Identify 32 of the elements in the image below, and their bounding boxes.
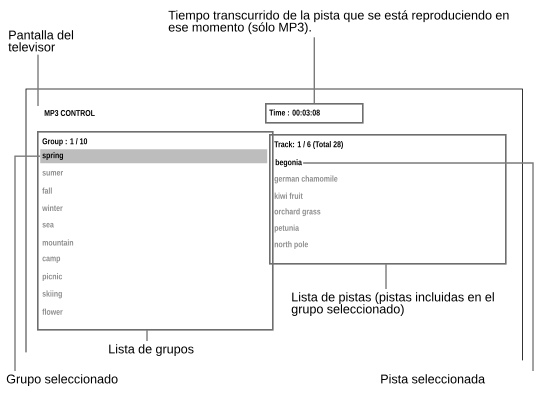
list-item: kiwi fruit [274,192,303,199]
list-item: skiing [42,290,62,298]
annotation-text: Grupo seleccionado [6,374,118,386]
list-item: sumer [42,170,64,176]
annotation-text: Lista de grupos [109,344,194,356]
time-box: Time : 00:03:08 [265,103,364,124]
annotation-text: Lista de pistas (pistas incluidas en el grupo seleccionado) [292,292,494,316]
list-item: mountain [42,239,74,246]
list-item: winter [42,204,63,212]
annotation-text: Pantalla del televisor [8,30,74,52]
list-heading: Group : 1 / 10 [42,138,88,146]
leader-line [37,54,39,106]
leader-line [14,156,40,371]
list-item: orchard grass [274,208,320,216]
leader-line [314,37,315,103]
list-item: north pole [274,241,308,249]
list-item: camp [42,256,60,263]
list-item: fall [42,187,52,194]
list-item: picnic [42,273,62,282]
annotation-text: Tiempo transcurrido de la pista que se está reproduciendo en ese momento (sólo MP3). [168,10,509,34]
selected-item: begonia [276,159,302,167]
list-item: sea [42,222,54,228]
list-item: petunia [274,224,300,233]
annotation-text: Pista seleccionada [381,374,486,384]
list-item: flower [42,308,63,315]
screen-title: MP3 CONTROL [44,110,95,116]
leader-line [303,162,534,371]
list-heading: Track: 1 / 6 (Total 28) [274,141,343,149]
highlight-bar: spring [40,149,268,164]
leader-line [146,330,148,341]
list-item: german chamomile [274,175,338,184]
leader-line [385,264,387,289]
